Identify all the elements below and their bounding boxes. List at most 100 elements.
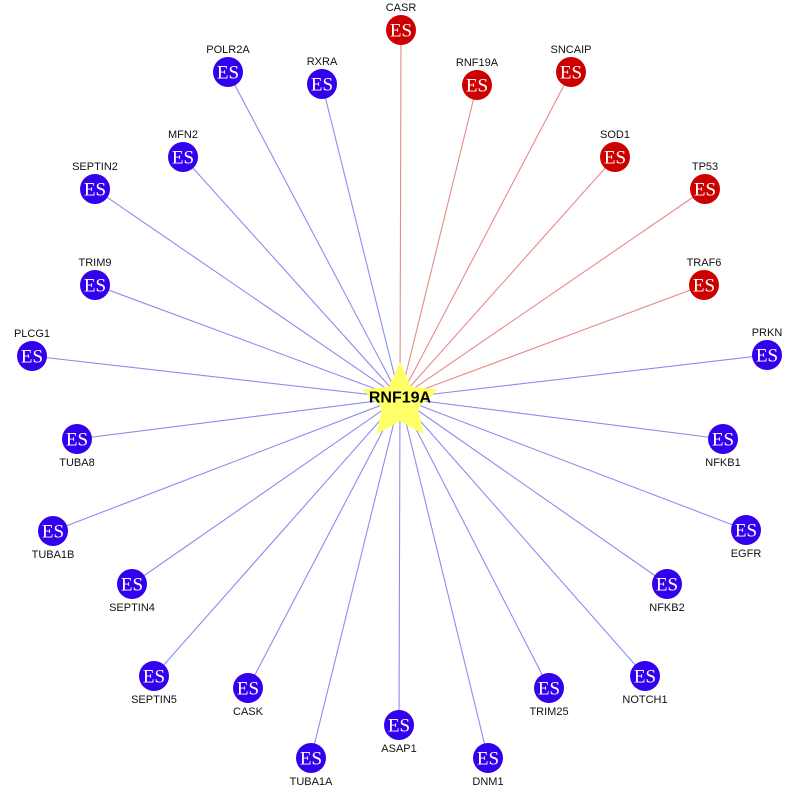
node-casr[interactable]: ES CASR <box>386 2 417 45</box>
edge-nfkb2 <box>399 397 668 585</box>
node-label: DNM1 <box>472 776 503 788</box>
node-label: CASR <box>386 2 417 14</box>
edge-septin4 <box>131 397 401 585</box>
hub-label: RNF19A <box>369 390 432 407</box>
node-glyph: ES <box>311 75 333 96</box>
node-glyph: ES <box>217 63 239 84</box>
node-polr2a[interactable]: ES POLR2A <box>206 44 250 87</box>
node-glyph: ES <box>388 716 410 737</box>
edge-nfkb1 <box>399 397 724 440</box>
node-label: EGFR <box>731 548 762 560</box>
edge-cask <box>247 397 401 689</box>
edge-tuba1b <box>52 397 401 532</box>
node-circle-icon <box>233 673 263 703</box>
node-glyph: ES <box>84 180 106 201</box>
node-label: RNF19A <box>456 57 499 69</box>
node-circle-icon <box>690 174 720 204</box>
node-tuba8[interactable]: ES TUBA8 <box>59 424 95 469</box>
node-label: PLCG1 <box>14 328 50 340</box>
node-label: SOD1 <box>600 129 630 141</box>
node-circle-icon <box>80 270 110 300</box>
node-glyph: ES <box>466 76 488 97</box>
node-label: SEPTIN2 <box>72 161 118 173</box>
edges-layer <box>31 29 768 759</box>
node-label: ASAP1 <box>381 743 416 755</box>
node-label: TUBA1A <box>290 776 333 788</box>
node-label: SEPTIN4 <box>109 602 155 614</box>
node-sod1[interactable]: ES SOD1 <box>600 129 630 172</box>
node-glyph: ES <box>390 21 412 42</box>
node-circle-icon <box>689 270 719 300</box>
node-label: TUBA8 <box>59 457 94 469</box>
node-tuba1a[interactable]: ES TUBA1A <box>290 743 333 788</box>
node-glyph: ES <box>634 667 656 688</box>
node-prkn[interactable]: ES PRKN <box>752 327 783 370</box>
node-glyph: ES <box>66 430 88 451</box>
node-asap1[interactable]: ES ASAP1 <box>381 710 417 755</box>
node-nfkb1[interactable]: ES NFKB1 <box>705 424 741 469</box>
node-circle-icon <box>307 69 337 99</box>
hub-node[interactable]: RNF19A <box>362 362 438 435</box>
node-glyph: ES <box>300 749 322 770</box>
node-label: POLR2A <box>206 44 250 56</box>
node-label: PRKN <box>752 327 783 339</box>
node-glyph: ES <box>143 667 165 688</box>
edge-sod1 <box>399 156 616 399</box>
node-rnf19a[interactable]: ES RNF19A <box>456 57 499 100</box>
star-icon <box>362 362 438 435</box>
edge-asap1 <box>398 397 401 726</box>
node-septin2[interactable]: ES SEPTIN2 <box>72 161 118 204</box>
edge-rnf19a <box>399 84 478 399</box>
node-glyph: ES <box>604 148 626 169</box>
node-circle-icon <box>600 142 630 172</box>
node-circle-icon <box>731 515 761 545</box>
node-circle-icon <box>534 673 564 703</box>
edge-trim25 <box>399 397 550 689</box>
node-circle-icon <box>473 743 503 773</box>
edge-traf6 <box>399 284 705 399</box>
edge-tuba8 <box>76 397 401 440</box>
node-circle-icon <box>62 424 92 454</box>
node-circle-icon <box>752 340 782 370</box>
node-glyph: ES <box>560 63 582 84</box>
node-label: TRAF6 <box>687 257 722 269</box>
node-circle-icon <box>168 142 198 172</box>
edge-prkn <box>399 354 768 399</box>
node-glyph: ES <box>84 276 106 297</box>
node-glyph: ES <box>712 430 734 451</box>
node-label: TUBA1B <box>32 549 75 561</box>
edge-polr2a <box>227 71 401 399</box>
edge-notch1 <box>399 397 646 677</box>
node-glyph: ES <box>756 346 778 367</box>
node-label: TRIM25 <box>529 706 568 718</box>
edge-tuba1a <box>310 397 401 759</box>
edge-dnm1 <box>399 397 489 759</box>
edge-trim9 <box>94 284 401 399</box>
edge-rxra <box>321 83 401 399</box>
node-glyph: ES <box>694 180 716 201</box>
node-label: NFKB1 <box>705 457 740 469</box>
node-label: CASK <box>233 706 264 718</box>
edge-mfn2 <box>182 156 401 399</box>
node-circle-icon <box>386 15 416 45</box>
edge-casr <box>399 29 402 399</box>
node-label: MFN2 <box>168 129 198 141</box>
node-circle-icon <box>462 70 492 100</box>
